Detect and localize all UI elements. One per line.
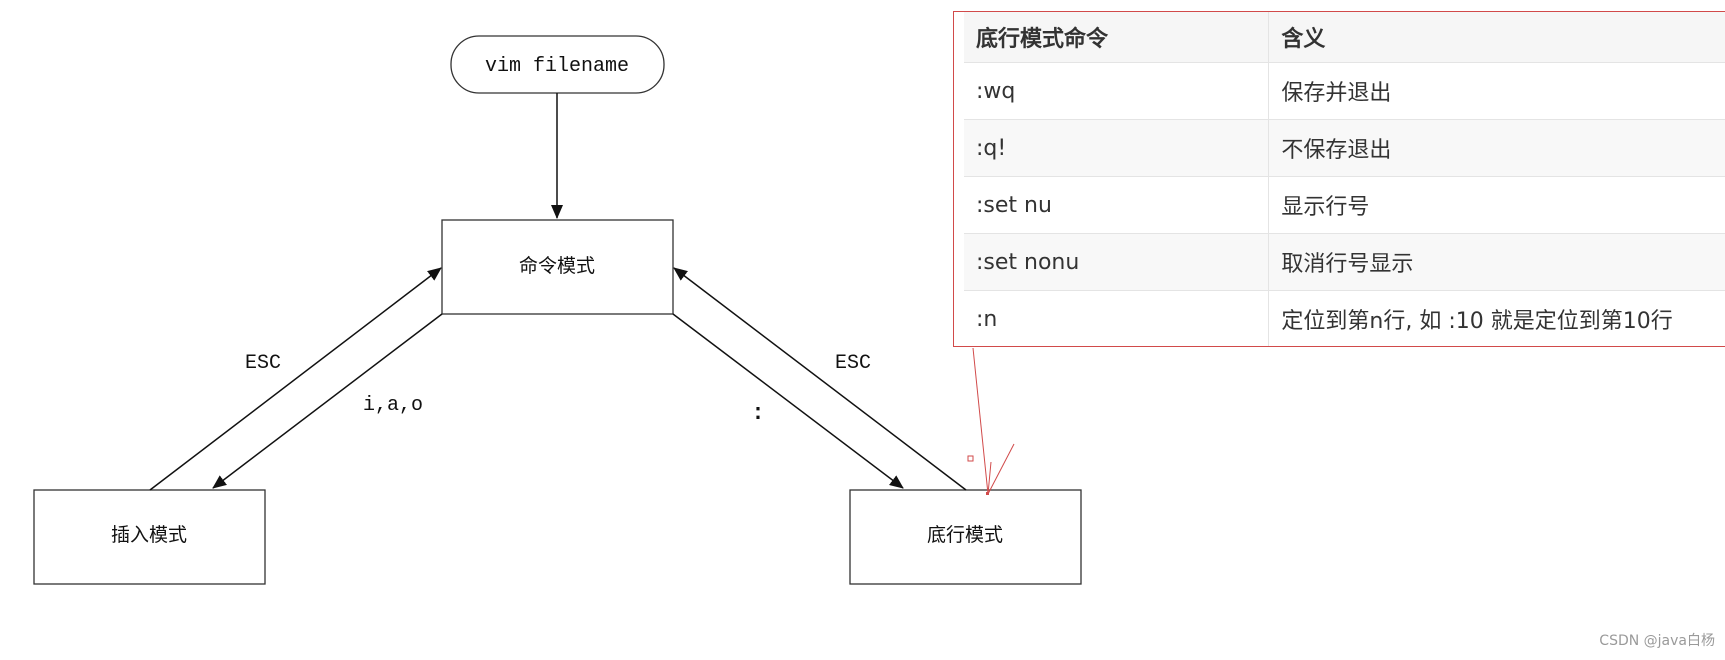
cell-meaning: 显示行号: [1268, 176, 1725, 234]
command-mode-box: [441, 219, 674, 315]
table-row: :wq 保存并退出: [964, 62, 1725, 120]
start-node-label: vim filename: [485, 55, 629, 78]
cell-meaning: 保存并退出: [1268, 62, 1725, 120]
cell-meaning: 定位到第n行, 如 :10 就是定位到第10行: [1268, 290, 1725, 346]
cell-meaning: 取消行号显示: [1268, 233, 1725, 291]
table-row: :q! 不保存退出: [964, 119, 1725, 177]
command-mode-label: 命令模式: [519, 255, 595, 277]
lastline-mode-label: 底行模式: [927, 524, 1003, 546]
table-header-row: 底行模式命令 含义: [964, 12, 1725, 63]
cell-command: :wq: [964, 62, 1270, 120]
command-table-panel: 底行模式命令 含义 :wq 保存并退出 :q! 不保存退出 :set nu 显示…: [953, 11, 1725, 347]
edge-label-lastline-to-command: ESC: [835, 352, 871, 375]
watermark: CSDN @java白杨: [1599, 633, 1715, 649]
table-row: :set nonu 取消行号显示: [964, 233, 1725, 291]
header-command: 底行模式命令: [964, 12, 1270, 63]
arrow-command-to-insert: [212, 313, 443, 489]
header-meaning: 含义: [1268, 12, 1725, 63]
table-row: :n 定位到第n行, 如 :10 就是定位到第10行: [964, 290, 1725, 346]
cell-meaning: 不保存退出: [1268, 119, 1725, 177]
insert-mode-label: 插入模式: [111, 524, 187, 546]
arrow-lastline-to-command: [673, 267, 967, 491]
table-row: :set nu 显示行号: [964, 176, 1725, 234]
command-table: 底行模式命令 含义 :wq 保存并退出 :q! 不保存退出 :set nu 显示…: [964, 12, 1725, 346]
edge-label-command-to-lastline: :: [751, 401, 764, 426]
cell-command: :set nu: [964, 176, 1270, 234]
cell-command: :set nonu: [964, 233, 1270, 291]
edge-label-command-to-insert: i,a,o: [363, 394, 423, 417]
arrow-insert-to-command: [149, 267, 442, 491]
annotation-callout: [967, 347, 1015, 495]
lastline-mode-box: [849, 489, 1082, 585]
cell-command: :n: [964, 290, 1270, 346]
cell-command: :q!: [964, 119, 1270, 177]
edge-label-insert-to-command: ESC: [245, 352, 281, 375]
arrow-command-to-lastline: [672, 313, 904, 489]
insert-mode-box: [33, 489, 266, 585]
